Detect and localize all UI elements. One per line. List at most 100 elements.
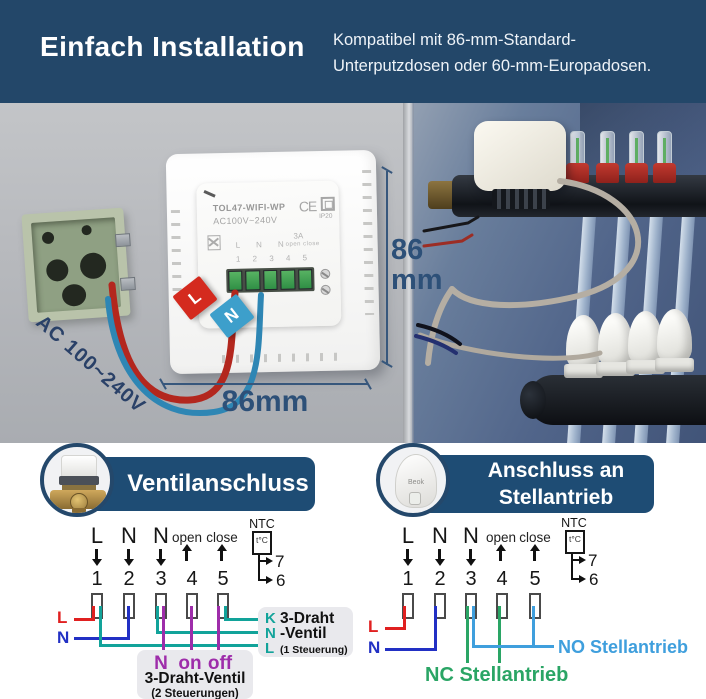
right-ntc-arrow7	[579, 556, 590, 564]
ip-rating-icon	[320, 196, 335, 211]
valve2-wire-off: off	[207, 653, 233, 674]
valve2-label-box: 3-Draht-Ventil (2 Steuerungen)	[137, 650, 253, 699]
wall-junction-box	[21, 207, 136, 323]
left-terminal-number: 3	[155, 568, 167, 590]
box-mounting-tab	[120, 276, 136, 291]
right-ntc-arrow6	[579, 575, 590, 583]
valve-nut	[62, 485, 96, 491]
vent-dashes-right	[362, 169, 375, 316]
right-terminal-number: 4	[496, 568, 508, 590]
zone-valve-actuator	[474, 121, 566, 191]
header-subtitle-line1: Kompatibel mit 86-mm-Standard-	[333, 31, 577, 49]
terminal-screw	[320, 284, 331, 296]
nc-actuator-label: NC Stellantrieb	[425, 664, 569, 686]
box-hole	[79, 251, 107, 280]
lower-manifold-endcap	[520, 381, 546, 419]
left-terminal-label-N1: N	[121, 523, 137, 548]
left-ntc-arrow6	[266, 576, 277, 584]
wire-teal	[156, 631, 260, 634]
zone-valve-base	[492, 189, 550, 209]
valve1-label-box: K 3-Draht N -Ventil L (1 Steuerung)	[258, 607, 353, 657]
box-hole	[81, 224, 92, 236]
wire-teal	[224, 606, 227, 621]
flow-meter-cap	[566, 163, 589, 183]
height-dimension-line	[386, 171, 388, 365]
wire-green	[466, 606, 469, 663]
right-terminal-number: 3	[465, 568, 477, 590]
left-terminal-number: 5	[217, 568, 229, 590]
terminal-cell	[297, 269, 313, 290]
left-terminal-number: 2	[123, 568, 135, 590]
left-terminal-label-N2: N	[153, 523, 169, 548]
terminal-letters: L N N	[235, 239, 291, 250]
valve1-letter-l: L	[265, 640, 275, 657]
wire-red	[92, 606, 95, 621]
right-terminal-label-N2: N	[463, 523, 479, 548]
right-supply-N: N	[368, 638, 381, 657]
right-ntc-stub7	[571, 559, 580, 561]
wire-teal	[224, 618, 260, 621]
terminal-cell	[228, 270, 243, 291]
page-title: Einfach Installation	[40, 31, 305, 62]
right-ntc-pin7: 7	[588, 551, 598, 570]
width-dimension-label: 86mm	[221, 385, 309, 418]
valve1-letter-k: K	[265, 610, 276, 627]
valve1-row-k: K 3-Draht	[258, 610, 353, 627]
vent-dashes-bottom	[221, 352, 343, 364]
right-terminal-label-close: close	[519, 530, 551, 545]
terminal-openclose: open close	[285, 241, 320, 248]
right-supply-L: L	[368, 617, 379, 636]
vent-dashes-left	[170, 209, 182, 293]
flow-meter-cap	[653, 163, 676, 183]
voltage-label: AC100V~240V	[213, 214, 278, 227]
thermostat-back: TOL47-WIFI-WP AC100V~240V CE IP20 3A L N…	[165, 149, 381, 375]
header-subtitle-line2: Unterputzdosen oder 60-mm-Europadosen.	[333, 57, 652, 76]
right-ntc-label: NTC	[561, 516, 587, 530]
arrow-up-icon	[181, 544, 192, 561]
arrow-down-icon	[123, 549, 134, 566]
wire-teal	[99, 644, 260, 647]
actuator-window	[409, 492, 421, 505]
wire-teal	[99, 606, 102, 647]
ce-mark: CE	[298, 198, 317, 215]
box-hole	[61, 283, 87, 308]
valve-bottom-port	[72, 508, 86, 513]
wire-tag-l-text: L	[184, 286, 205, 309]
wall-corner-edge	[403, 103, 414, 443]
left-ntc-label: NTC	[249, 517, 275, 531]
flow-meter-cap	[625, 163, 648, 183]
wire-tag-n-text: N	[221, 304, 243, 327]
junction-box-cavity	[30, 217, 122, 313]
valve-actuator-top	[61, 455, 97, 477]
height-dim-86: 86	[391, 234, 424, 266]
weee-icon	[207, 235, 221, 251]
wire-green	[498, 606, 501, 663]
valve-band	[59, 476, 99, 485]
right-diagram-title-line1: Anschluss an	[487, 458, 625, 482]
wire-cyan	[472, 606, 475, 648]
arrow-down-icon	[465, 549, 476, 566]
valve1-letter-n: N	[265, 625, 276, 642]
valve-photo-badge	[40, 443, 114, 517]
terminal-box	[529, 593, 541, 619]
right-diagram-header: Anschluss an Stellantrieb	[418, 455, 654, 513]
right-ntc-line	[571, 554, 573, 580]
valve2-title: 3-Draht-Ventil	[144, 670, 246, 687]
model-label: TOL47-WIFI-WP	[212, 201, 286, 214]
wire-cyan	[532, 606, 535, 648]
valve2-wire-on: on	[178, 653, 202, 674]
height-dimension-label: 86 mm	[391, 235, 443, 296]
ip-rating-label: IP20	[318, 212, 333, 221]
right-ntc-pin6: 6	[589, 570, 599, 589]
actuator-photo-badge: Beok	[376, 443, 450, 517]
box-hole	[45, 258, 70, 283]
header-banner: Einfach Installation Kompatibel mit 86-m…	[0, 0, 706, 103]
wire-cyan	[472, 645, 554, 648]
ac-voltage-label: AC 100~240V	[31, 311, 150, 418]
terminal-block	[226, 267, 315, 293]
arrow-down-icon	[402, 549, 413, 566]
terminal-screw	[320, 268, 331, 280]
valve1-row-l: L (1 Steuerung)	[258, 640, 353, 657]
left-ntc-pin6: 6	[276, 571, 286, 590]
arrow-down-icon	[91, 549, 102, 566]
